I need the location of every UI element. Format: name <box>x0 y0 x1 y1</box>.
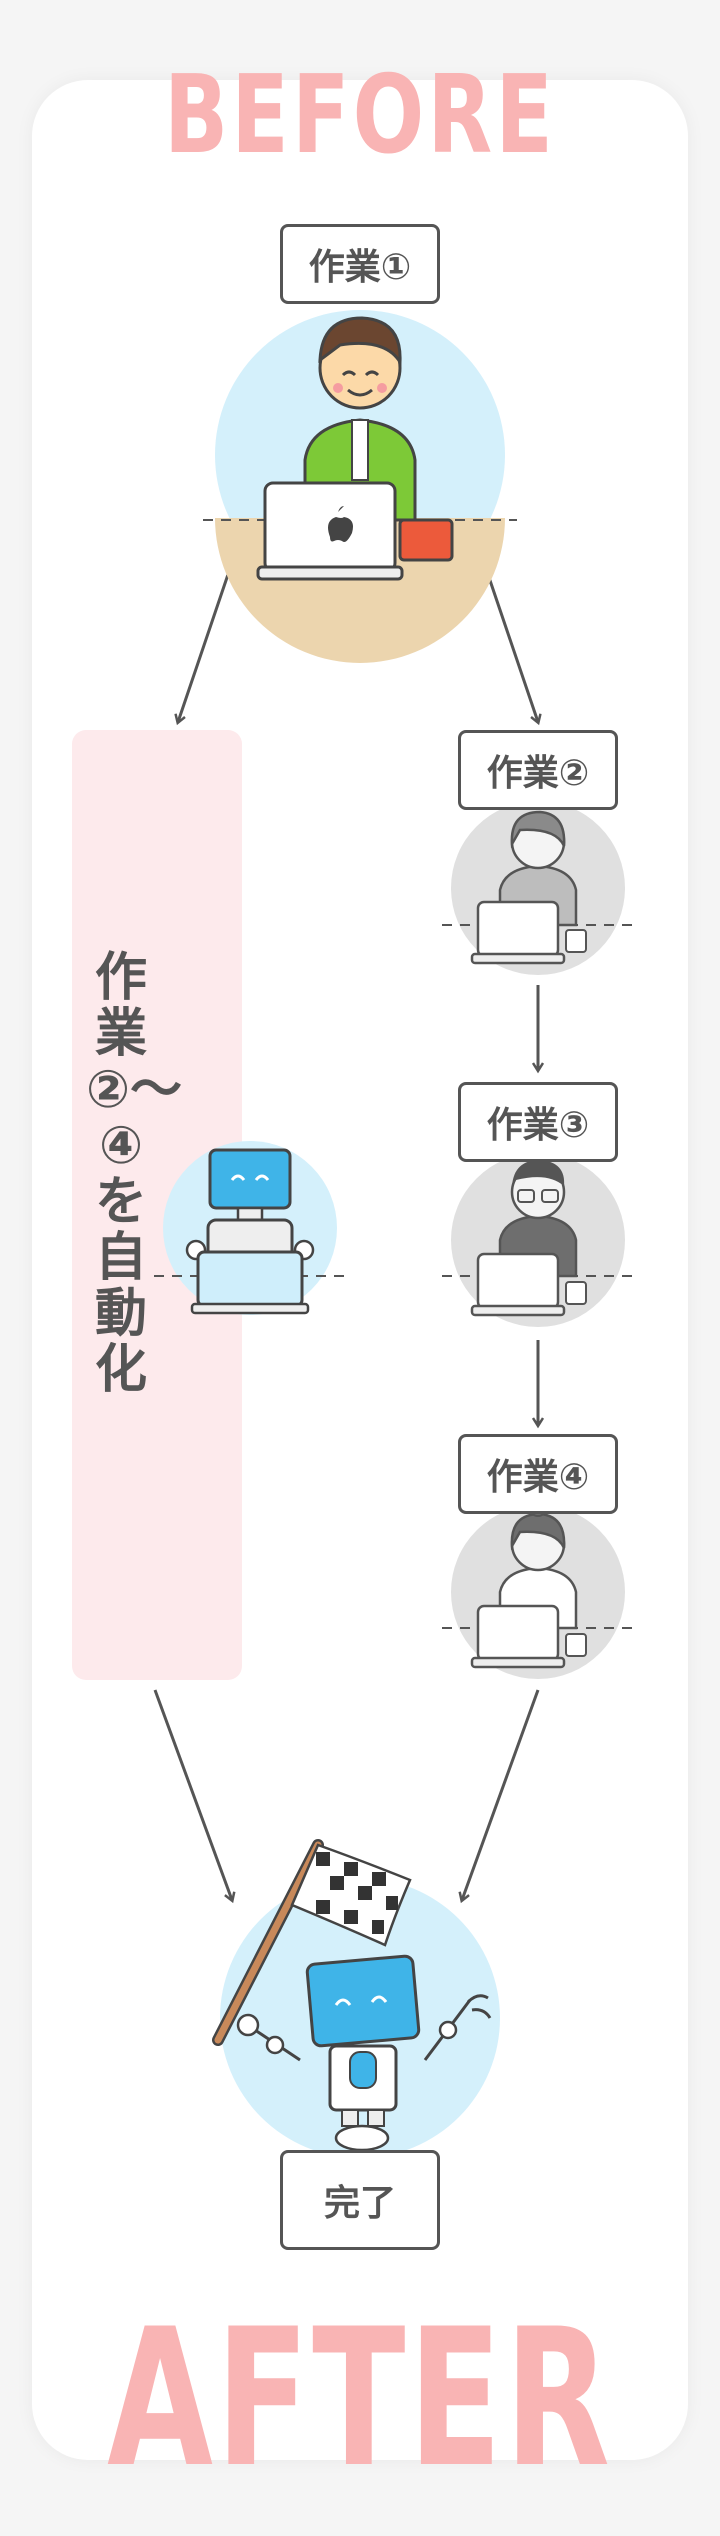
task2-label: 作業② <box>458 730 618 810</box>
before-title: BEFORE <box>163 53 557 178</box>
worker-illustration <box>203 310 517 663</box>
worker2-illustration <box>442 801 634 975</box>
checkered-flag-icon <box>290 1843 412 1947</box>
task4-label: 作業④ <box>458 1434 618 1514</box>
done-label: 完了 <box>280 2150 440 2250</box>
task1-label: 作業① <box>280 224 440 304</box>
arrow-task4-to-done <box>462 1689 540 1900</box>
robot-worker-illustration <box>154 1141 346 1315</box>
worker3-illustration <box>442 1153 634 1327</box>
arrow-automation-to-done <box>153 1689 232 1900</box>
after-title: AFTER <box>107 2288 613 2509</box>
worker4-illustration <box>442 1499 634 1679</box>
task3-label: 作業③ <box>458 1082 618 1162</box>
robot-finish-illustration <box>212 1839 500 2158</box>
